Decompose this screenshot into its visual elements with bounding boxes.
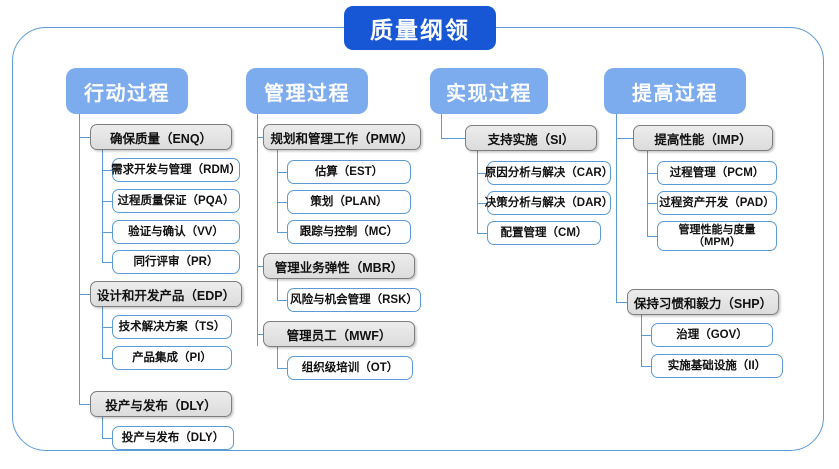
- leaf-branch-1-2-0: [277, 368, 287, 370]
- leaf-branch-3-1-0: [641, 335, 651, 337]
- column-trunk-0: [79, 114, 81, 404]
- leaf-branch-3-0-0: [647, 173, 657, 175]
- leaf-box-2-0-2[interactable]: 配置管理（CM）: [487, 221, 601, 245]
- leaf-branch-0-0-3: [102, 262, 112, 264]
- group-box-3-1[interactable]: 保持习惯和毅力（SHP）: [627, 289, 779, 315]
- leaf-branch-1-1-0: [277, 300, 287, 302]
- group-branch-0-1: [79, 294, 90, 296]
- group-branch-3-1: [616, 302, 627, 304]
- leaf-box-0-1-0[interactable]: 技术解决方案（TS）: [112, 315, 232, 339]
- leaf-box-3-1-1[interactable]: 实施基础设施（II）: [651, 354, 783, 378]
- group-trunk-0-1: [102, 307, 104, 358]
- group-box-1-2[interactable]: 管理员工（MWF）: [263, 321, 415, 347]
- leaf-branch-3-1-1: [641, 366, 651, 368]
- group-trunk-0-0: [102, 150, 104, 262]
- leaf-box-2-0-1[interactable]: 决策分析与解决（DAR）: [485, 191, 613, 215]
- leaf-box-2-0-0[interactable]: 原因分析与解决（CAR）: [485, 161, 613, 185]
- leaf-branch-0-0-1: [102, 201, 112, 203]
- group-box-0-0[interactable]: 确保质量（ENQ）: [90, 124, 232, 150]
- column-header-0[interactable]: 行动过程: [66, 68, 188, 114]
- column-trunk-3: [616, 114, 618, 302]
- leaf-box-0-0-0[interactable]: 需求开发与管理（RDM）: [111, 158, 241, 182]
- leaf-box-0-2-0[interactable]: 投产与发布（DLY）: [112, 426, 234, 450]
- group-trunk-0-2: [102, 417, 104, 439]
- group-trunk-1-2: [277, 347, 279, 369]
- leaf-branch-1-0-2: [277, 232, 287, 234]
- leaf-branch-0-2-0: [102, 438, 112, 440]
- leaf-box-3-0-2[interactable]: 管理性能与度量（MPM）: [657, 221, 777, 251]
- group-branch-0-0: [79, 137, 90, 139]
- group-box-0-2[interactable]: 投产与发布（DLY）: [90, 391, 232, 417]
- leaf-box-3-0-1[interactable]: 过程资产开发（PAD）: [657, 191, 777, 215]
- group-trunk-1-0: [277, 150, 279, 232]
- leaf-branch-2-0-0: [477, 173, 487, 175]
- leaf-branch-3-0-1: [647, 203, 657, 205]
- group-branch-1-1: [257, 266, 263, 268]
- leaf-branch-2-0-1: [477, 203, 487, 205]
- column-header-2[interactable]: 实现过程: [430, 68, 548, 114]
- leaf-box-1-0-1[interactable]: 策划（PLAN）: [287, 190, 411, 214]
- column-header-3[interactable]: 提高过程: [604, 68, 746, 114]
- group-branch-1-0: [257, 137, 263, 139]
- group-branch-1-2: [257, 334, 263, 336]
- leaf-box-1-0-2[interactable]: 跟踪与控制（MC）: [287, 220, 411, 244]
- leaf-box-0-1-1[interactable]: 产品集成（PI）: [112, 346, 232, 370]
- group-trunk-2-0: [477, 151, 479, 233]
- group-trunk-1-1: [277, 279, 279, 301]
- column-trunk-1: [257, 114, 259, 346]
- leaf-branch-3-0-2: [647, 236, 657, 238]
- leaf-box-1-1-0[interactable]: 风险与机会管理（RSK）: [287, 288, 421, 312]
- diagram-title: 质量纲领: [344, 6, 496, 50]
- leaf-box-0-0-3[interactable]: 同行评审（PR）: [112, 250, 240, 274]
- group-trunk-3-0: [647, 151, 649, 236]
- leaf-box-1-2-0[interactable]: 组织级培训（OT）: [287, 356, 413, 380]
- column-header-1[interactable]: 管理过程: [246, 68, 368, 114]
- leaf-branch-0-1-1: [102, 358, 112, 360]
- leaf-box-1-0-0[interactable]: 估算（EST）: [287, 160, 411, 184]
- leaf-box-0-0-2[interactable]: 验证与确认（VV）: [112, 220, 240, 244]
- leaf-branch-1-0-1: [277, 202, 287, 204]
- leaf-branch-0-0-0: [102, 170, 112, 172]
- leaf-box-3-1-0[interactable]: 治理（GOV）: [651, 323, 773, 347]
- group-branch-3-0: [616, 138, 633, 140]
- group-box-1-0[interactable]: 规划和管理工作（PMW）: [263, 124, 421, 150]
- group-branch-2-0: [441, 138, 465, 140]
- group-box-2-0[interactable]: 支持实施（SI）: [465, 125, 597, 151]
- column-trunk-2: [441, 114, 443, 139]
- group-box-3-0[interactable]: 提高性能（IMP）: [633, 125, 773, 151]
- leaf-branch-0-1-0: [102, 327, 112, 329]
- leaf-box-3-0-0[interactable]: 过程管理（PCM）: [657, 161, 777, 185]
- group-box-1-1[interactable]: 管理业务弹性（MBR）: [263, 253, 415, 279]
- group-trunk-3-1: [641, 315, 643, 366]
- leaf-branch-1-0-0: [277, 172, 287, 174]
- leaf-branch-0-0-2: [102, 232, 112, 234]
- leaf-branch-2-0-2: [477, 233, 487, 235]
- group-branch-0-2: [79, 404, 90, 406]
- leaf-box-0-0-1[interactable]: 过程质量保证（PQA）: [112, 189, 240, 213]
- group-box-0-1[interactable]: 设计和开发产品（EDP）: [90, 281, 242, 307]
